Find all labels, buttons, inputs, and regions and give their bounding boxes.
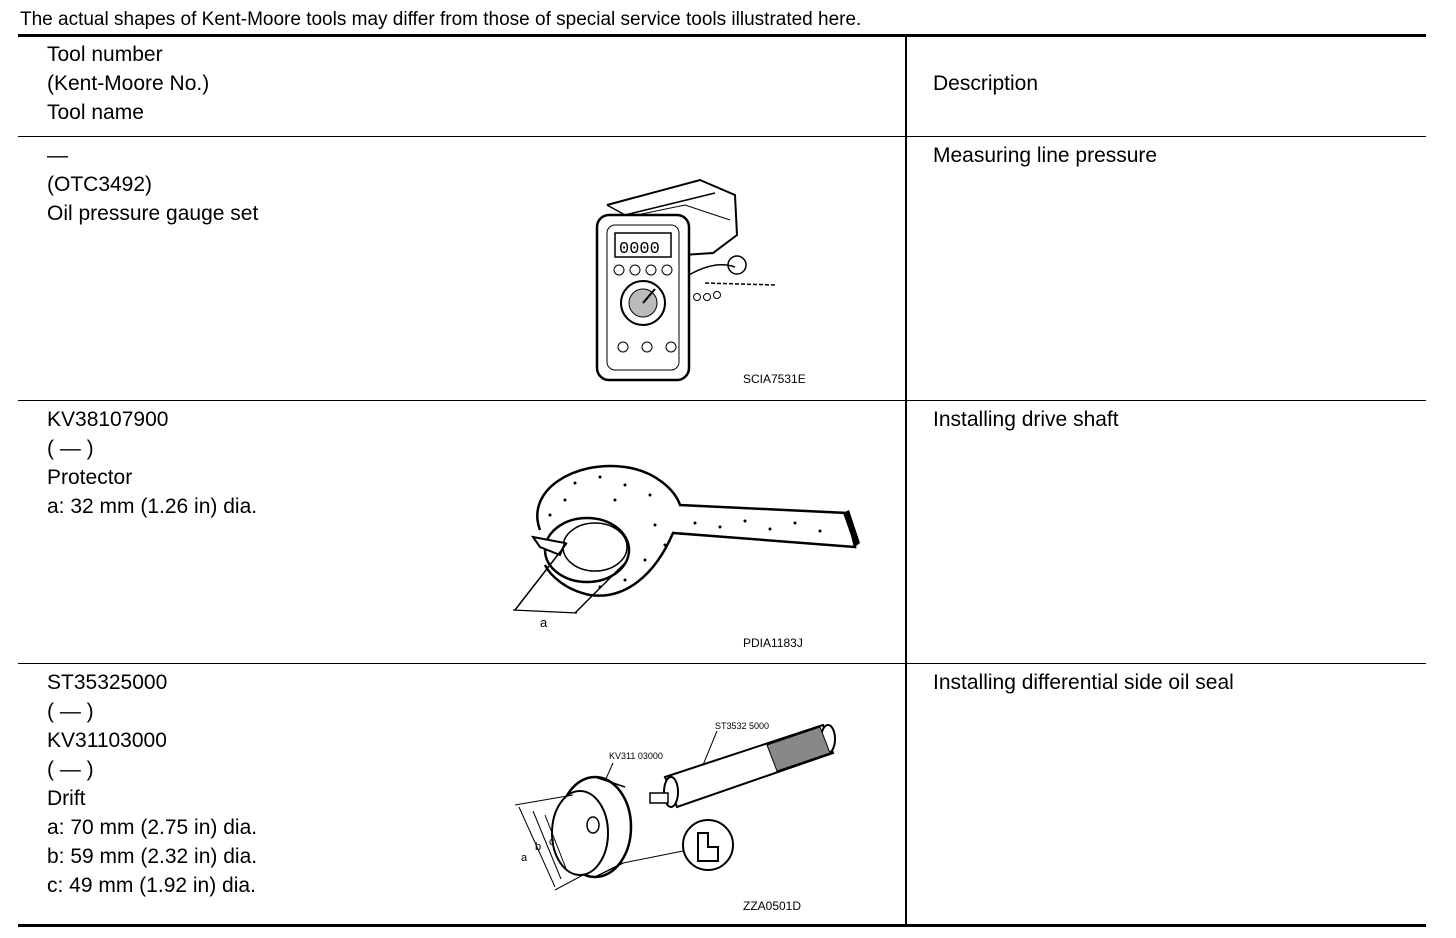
dimension-label-a: a <box>540 615 548 630</box>
drift-illustration: a b c ST3532 5000 KV311 03000 <box>514 721 836 891</box>
row-1-description: Measuring line pressure <box>933 144 1158 167</box>
table-top-rule <box>18 34 1426 37</box>
dimension-label-b: b <box>535 841 541 853</box>
row-3-description: Installing differential side oil seal <box>933 671 1234 694</box>
dimension-label-a: a <box>521 852 528 864</box>
tool-line: ST35325000 <box>47 671 168 694</box>
part-label: ST3532 5000 <box>715 721 769 731</box>
header-line: (Kent-Moore No.) <box>47 72 210 95</box>
row-2-tool-text: KV38107900 ( — ) Protector a: 32 mm (1.2… <box>47 405 257 521</box>
protector-illustration: a <box>512 464 860 630</box>
tool-line: — <box>47 144 68 167</box>
row-divider <box>18 663 1426 664</box>
column-divider <box>905 37 907 924</box>
tool-line: Protector <box>47 466 133 489</box>
row-divider <box>18 136 1426 137</box>
tool-line: a: 32 mm (1.26 in) dia. <box>47 495 258 518</box>
figure-code: SCIA7531E <box>743 372 806 386</box>
page-note: The actual shapes of Kent-Moore tools ma… <box>20 9 862 30</box>
figure-code: PDIA1183J <box>743 636 803 650</box>
tool-line: b: 59 mm (2.32 in) dia. <box>47 845 258 868</box>
tool-line: Oil pressure gauge set <box>47 202 259 225</box>
row-divider <box>18 400 1426 401</box>
header-line: Tool number <box>47 43 163 66</box>
tool-line: ( — ) <box>47 758 94 781</box>
oil-pressure-gauge-illustration: 0000 <box>595 178 776 382</box>
row-3-tool-text: ST35325000 ( — ) KV31103000 ( — ) Drift … <box>47 668 257 900</box>
svg-text:0000: 0000 <box>619 240 660 259</box>
tool-line: Drift <box>47 787 86 810</box>
header-description: Description <box>933 72 1039 95</box>
tool-line: a: 70 mm (2.75 in) dia. <box>47 816 258 839</box>
row-1-tool-text: — (OTC3492) Oil pressure gauge set <box>47 141 258 228</box>
header-tool-column: Tool number (Kent-Moore No.) Tool name <box>47 40 209 127</box>
dimension-label-c: c <box>549 836 555 848</box>
tool-line: KV38107900 <box>47 408 169 431</box>
tool-line: ( — ) <box>47 700 94 723</box>
figure-code: ZZA0501D <box>743 899 802 913</box>
header-line: Tool name <box>47 101 144 124</box>
tool-line: c: 49 mm (1.92 in) dia. <box>47 874 256 897</box>
row-2-description: Installing drive shaft <box>933 408 1119 431</box>
tool-line: ( — ) <box>47 437 94 460</box>
tool-line: (OTC3492) <box>47 173 153 196</box>
table-bottom-rule <box>18 924 1426 927</box>
part-label: KV311 03000 <box>609 751 663 761</box>
tool-line: KV31103000 <box>47 729 167 752</box>
